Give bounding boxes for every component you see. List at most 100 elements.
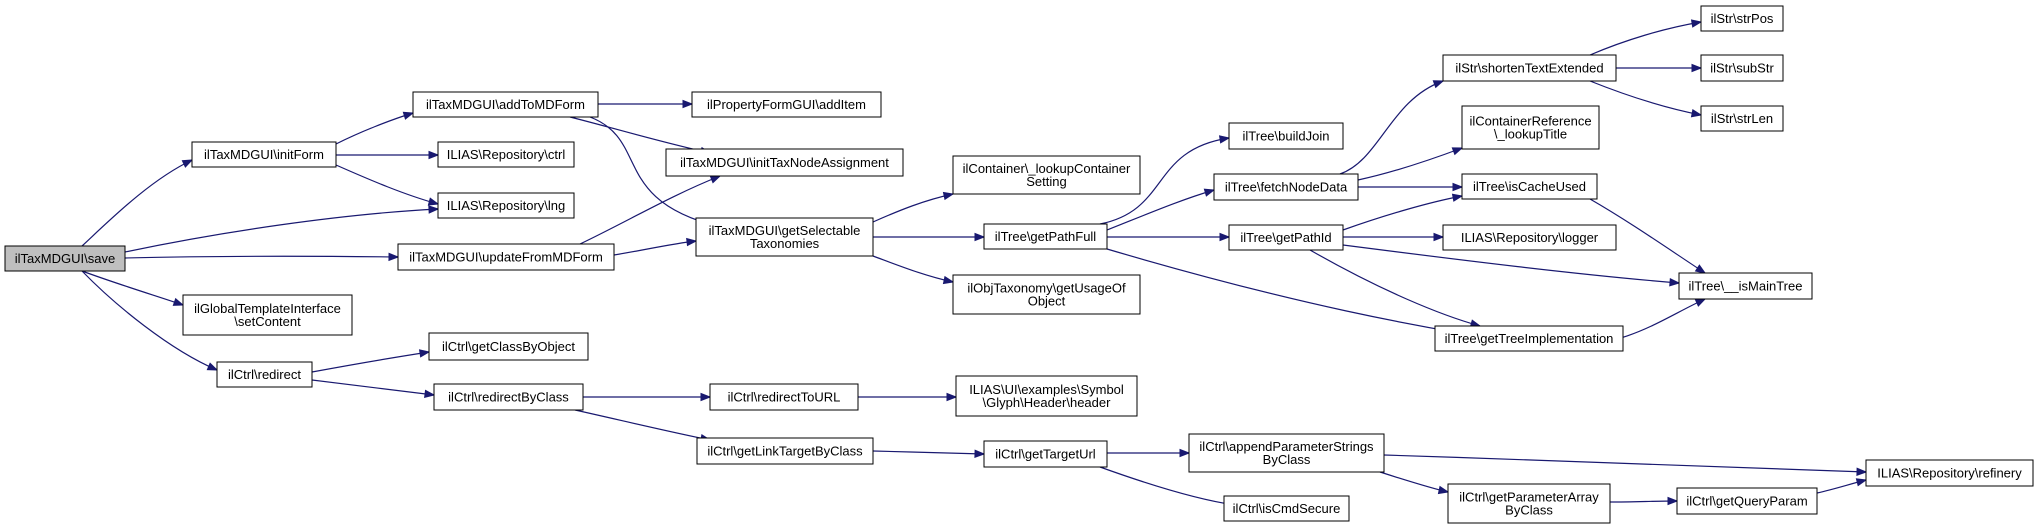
edge-arrowhead (1856, 467, 1868, 476)
node-getLinkTarget[interactable]: ilCtrl\getLinkTargetByClass (696, 437, 874, 465)
node-strPos[interactable]: ilStr\strPos (1700, 5, 1784, 32)
node-shortenText[interactable]: ilStr\shortenTextExtended (1442, 54, 1617, 82)
edge-line (1106, 189, 1215, 231)
node-box (412, 91, 599, 118)
node-label: ilCtrl\getParameterArray (1459, 490, 1599, 505)
node-box (696, 437, 874, 465)
edge-getPathId-to-isMainTree (1342, 244, 1681, 287)
edge-save-to-globalTpl (81, 270, 185, 306)
edge-shortenText-to-strPos (1589, 19, 1703, 56)
node-getTreeImpl[interactable]: ilTree\getTreeImplementation (1434, 325, 1624, 352)
edge-arrowhead (1433, 232, 1445, 242)
node-box (1700, 54, 1784, 82)
node-label: ilPropertyFormGUI\addItem (707, 97, 866, 112)
edge-line (1357, 147, 1463, 181)
edge-fetchNodeData-to-shortenText (1339, 80, 1445, 175)
edge-addToMDForm-to-addItem (597, 99, 694, 109)
node-repoCtrl[interactable]: ILIAS\Repository\ctrl (437, 141, 575, 168)
node-label: Taxonomies (750, 236, 820, 251)
edge-arrowhead (181, 159, 194, 168)
edge-arrowhead (206, 362, 219, 371)
edge-arrowhead (1432, 80, 1445, 89)
node-isMainTree[interactable]: ilTree\__isMainTree (1678, 272, 1813, 300)
node-label: ilCtrl\isCmdSecure (1233, 501, 1341, 516)
edge-getPathFull-to-buildJoin (1099, 135, 1231, 225)
edge-getSelectable-to-lookupContainer (872, 191, 955, 223)
node-addToMDForm[interactable]: ilTaxMDGUI\addToMDForm (412, 91, 599, 118)
node-fetchNodeData[interactable]: ilTree\fetchNodeData (1213, 173, 1359, 201)
edge-save-to-updateFromMD (124, 252, 400, 262)
edge-arrowhead (682, 99, 694, 109)
node-getTargetUrl[interactable]: ilCtrl\getTargetUrl (983, 440, 1108, 468)
node-label: ByClass (1263, 452, 1311, 467)
edge-getPathId-to-getTreeImpl (1309, 249, 1482, 328)
node-box (1213, 173, 1359, 201)
edge-save-to-repoLng (124, 205, 440, 253)
node-box (1442, 224, 1617, 251)
edge-initForm-to-repoLng (335, 164, 440, 206)
node-label: ilTaxMDGUI\save (15, 251, 115, 266)
node-initTaxNode[interactable]: ilTaxMDGUI\initTaxNodeAssignment (665, 148, 904, 177)
node-label: ilTree\buildJoin (1243, 129, 1330, 144)
edge-arrowhead (942, 275, 955, 285)
edge-fetchNodeData-to-isCacheUsed (1357, 182, 1464, 192)
node-updateFromMD[interactable]: ilTaxMDGUI\updateFromMDForm (397, 243, 615, 271)
node-label: ILIAS\Repository\lng (447, 198, 566, 213)
edge-line (1342, 195, 1463, 231)
edge-isCacheUsed-to-isMainTree (1589, 198, 1707, 274)
node-save[interactable]: ilTaxMDGUI\save (4, 245, 126, 272)
node-containerRef[interactable]: ilContainerReference\_lookupTitle (1461, 105, 1600, 150)
edge-initForm-to-repoCtrl (336, 150, 440, 160)
node-box (433, 383, 584, 411)
node-isCacheUsed[interactable]: ilTree\isCacheUsed (1461, 173, 1598, 200)
edge-arrowhead (1855, 478, 1868, 487)
edge-getTargetUrl-to-appendParam (1107, 448, 1191, 458)
node-initForm[interactable]: ilTaxMDGUI\initForm (191, 141, 337, 168)
node-box (428, 332, 589, 361)
edge-getPathFull-to-getPathId (1107, 232, 1231, 242)
node-label: ilCtrl\redirect (228, 367, 301, 382)
node-getPathId[interactable]: ilTree\getPathId (1228, 224, 1344, 251)
node-glyphHeader[interactable]: ILIAS\UI\examples\Symbol\Glyph\Header\he… (955, 375, 1138, 417)
node-label: ilStr\shortenTextExtended (1455, 61, 1603, 76)
node-label: Setting (1026, 174, 1066, 189)
node-redirectToURL[interactable]: ilCtrl\redirectToURL (709, 383, 859, 411)
edge-arrowhead (974, 232, 986, 242)
node-box (955, 375, 1138, 417)
node-redirect[interactable]: ilCtrl\redirect (216, 361, 313, 388)
node-globalTpl[interactable]: ilGlobalTemplateInterface\setContent (182, 294, 353, 336)
edge-redirect-to-redirectByClass (311, 379, 436, 398)
edge-arrowhead (424, 389, 436, 398)
edge-getParamArray-to-getQueryParam (1609, 496, 1679, 506)
edge-line (574, 409, 711, 441)
node-strLen[interactable]: ilStr\strLen (1700, 105, 1784, 132)
node-box (952, 274, 1141, 315)
node-getPathFull[interactable]: ilTree\getPathFull (983, 223, 1108, 250)
node-box (983, 223, 1108, 250)
node-refinery[interactable]: ILIAS\Repository\refinery (1865, 459, 2034, 487)
edge-line (81, 159, 193, 247)
node-repoLng[interactable]: ILIAS\Repository\lng (437, 192, 575, 219)
node-label: ilTaxMDGUI\updateFromMDForm (409, 250, 603, 265)
node-getQueryParam[interactable]: ilCtrl\getQueryParam (1676, 487, 1818, 515)
node-box (691, 91, 882, 118)
node-isCmdSecure[interactable]: ilCtrl\isCmdSecure (1223, 495, 1350, 522)
edge-line (1383, 454, 1867, 473)
node-subStr[interactable]: ilStr\subStr (1700, 54, 1784, 82)
edge-line (81, 270, 218, 371)
node-addItem[interactable]: ilPropertyFormGUI\addItem (691, 91, 882, 118)
edge-arrowhead (1451, 193, 1464, 202)
node-getClassByObject[interactable]: ilCtrl\getClassByObject (428, 332, 589, 361)
node-redirectByClass[interactable]: ilCtrl\redirectByClass (433, 383, 584, 411)
node-box (1865, 459, 2034, 487)
node-label: \setContent (234, 314, 301, 329)
node-repoLogger[interactable]: ILIAS\Repository\logger (1442, 224, 1617, 251)
node-buildJoin[interactable]: ilTree\buildJoin (1228, 122, 1344, 150)
node-label: ilCtrl\getClassByObject (442, 339, 575, 354)
